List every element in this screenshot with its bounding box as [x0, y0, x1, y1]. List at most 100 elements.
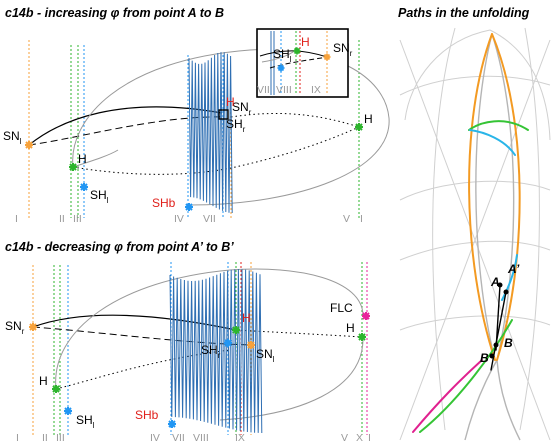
path-orange-right	[491, 33, 521, 361]
top-inset-sh-label: SHl	[273, 47, 292, 64]
top-band-trace	[188, 52, 233, 214]
point-b-label: B	[504, 336, 513, 350]
grid-curve-10	[399, 240, 551, 261]
point-b-dot	[493, 342, 499, 348]
bottom-roman-2: III	[56, 432, 65, 444]
grey-curve-left	[475, 33, 496, 361]
top-snr-label: SNr	[232, 100, 252, 117]
grid-curve-5	[399, 315, 551, 331]
path-green-bottom	[419, 319, 513, 433]
bottom-roman-0: I	[16, 432, 19, 444]
bottom-flc-marker	[362, 312, 370, 320]
top-roman-2: III	[73, 213, 82, 225]
unfolding-grid	[399, 27, 551, 441]
bottom-panel: c14b - decreasing φ from point A’ to B’	[5, 240, 371, 444]
top-dotted-branch-lower	[72, 126, 360, 175]
point-b-prime-label: B’	[480, 351, 493, 365]
top-inset-roman-vii: VII	[257, 84, 270, 96]
top-shb-label: SHb	[152, 196, 176, 210]
top-shl-marker	[80, 183, 88, 191]
top-dashed-branch	[28, 116, 226, 146]
top-hr-marker	[355, 123, 363, 131]
bottom-roman-5: VIII	[193, 432, 209, 444]
top-hl-marker	[69, 163, 77, 171]
bottom-dotted-upper	[235, 329, 363, 338]
top-shr-label: SHr	[226, 117, 246, 134]
bottom-roman-9: I	[368, 432, 371, 444]
top-roman-0: I	[15, 213, 18, 225]
grid-curve-2	[489, 29, 551, 141]
top-solid-branch	[28, 106, 223, 146]
top-inset-roman-ix: IX	[311, 84, 321, 96]
bottom-shb-marker	[168, 420, 176, 428]
bottom-shb-label: SHb	[135, 408, 159, 422]
top-hr-label: H	[364, 112, 373, 126]
top-snl-label: SNl	[3, 129, 22, 146]
grid-curve-1	[404, 29, 491, 121]
bottom-h-red-label: H	[242, 311, 251, 325]
top-inset-h-marker	[293, 47, 301, 55]
top-hl-label: H	[78, 152, 87, 166]
grid-curve-6	[432, 27, 456, 431]
right-panel-title: Paths in the unfolding	[398, 6, 530, 20]
bottom-roman-8: X	[356, 432, 363, 444]
point-a-label: A	[490, 275, 500, 289]
bottom-roman-6: IX	[235, 432, 245, 444]
top-inset: SHl H SNr VII VIII IX	[256, 28, 353, 98]
top-shl-label: SHl	[90, 188, 109, 205]
bottom-hr-marker	[358, 333, 366, 341]
bottom-shr-label: SHr	[201, 343, 221, 360]
right-panel: Paths in the unfolding	[398, 6, 551, 441]
grey-curve-tail-2	[496, 359, 521, 441]
path-cyan-mid	[501, 254, 518, 301]
grey-curve-right	[491, 33, 515, 361]
bottom-snr-marker	[29, 323, 37, 331]
top-dotted-branch-upper	[230, 113, 360, 128]
unfolding-grey-curves	[464, 33, 521, 441]
grid-curve-3	[399, 75, 551, 96]
grey-curve-tail-1	[464, 359, 498, 441]
top-roman-4: VII	[203, 213, 216, 225]
grid-curve-7	[519, 27, 540, 431]
grid-curve-9	[399, 39, 551, 441]
unfolding-paths	[412, 33, 529, 433]
bottom-snl-label: SNl	[256, 347, 275, 364]
bottom-shl-label: SHl	[76, 413, 95, 430]
bottom-shr-marker	[224, 339, 232, 347]
top-oscillation-band	[188, 52, 233, 214]
path-a-to-b	[495, 284, 501, 351]
point-a-prime-label: A’	[507, 262, 520, 276]
bottom-roman-4: VII	[172, 432, 185, 444]
bottom-hl-marker	[52, 385, 60, 393]
bottom-oscillation-band	[169, 268, 263, 434]
bottom-roman-3: IV	[150, 432, 160, 444]
bottom-h-marker	[232, 326, 240, 334]
top-grey-inner	[72, 149, 119, 168]
top-inset-h-label: H	[301, 35, 310, 49]
grid-curve-4	[399, 180, 551, 201]
top-panel-title: c14b - increasing φ from point A to B	[5, 6, 224, 20]
top-roman-6: I	[360, 213, 363, 225]
top-snl-marker	[25, 141, 33, 149]
top-roman-3: IV	[174, 213, 184, 225]
bottom-grey-loop-top	[55, 268, 364, 390]
path-orange-left	[468, 33, 496, 361]
top-h-red-label: H	[226, 95, 235, 109]
point-a-dot	[497, 282, 503, 288]
bottom-band-trace	[169, 268, 263, 434]
path-green-top	[468, 120, 529, 131]
bottom-panel-title: c14b - decreasing φ from point A’ to B’	[5, 240, 234, 254]
top-panel: c14b - increasing φ from point A to B	[3, 6, 390, 225]
point-a-prime-dot	[503, 289, 509, 295]
bottom-roman-1: II	[42, 432, 48, 444]
bottom-hr-label: H	[346, 321, 355, 335]
bottom-dashed-branch	[32, 326, 252, 346]
top-inset-sn-marker	[323, 53, 331, 61]
bottom-snr-label: SNr	[5, 319, 25, 336]
bottom-roman-7: V	[341, 432, 348, 444]
bottom-snl-marker	[247, 341, 255, 349]
path-cyan-top	[469, 129, 516, 156]
bottom-shl-marker	[64, 407, 72, 415]
point-b-prime-dot	[489, 353, 495, 359]
